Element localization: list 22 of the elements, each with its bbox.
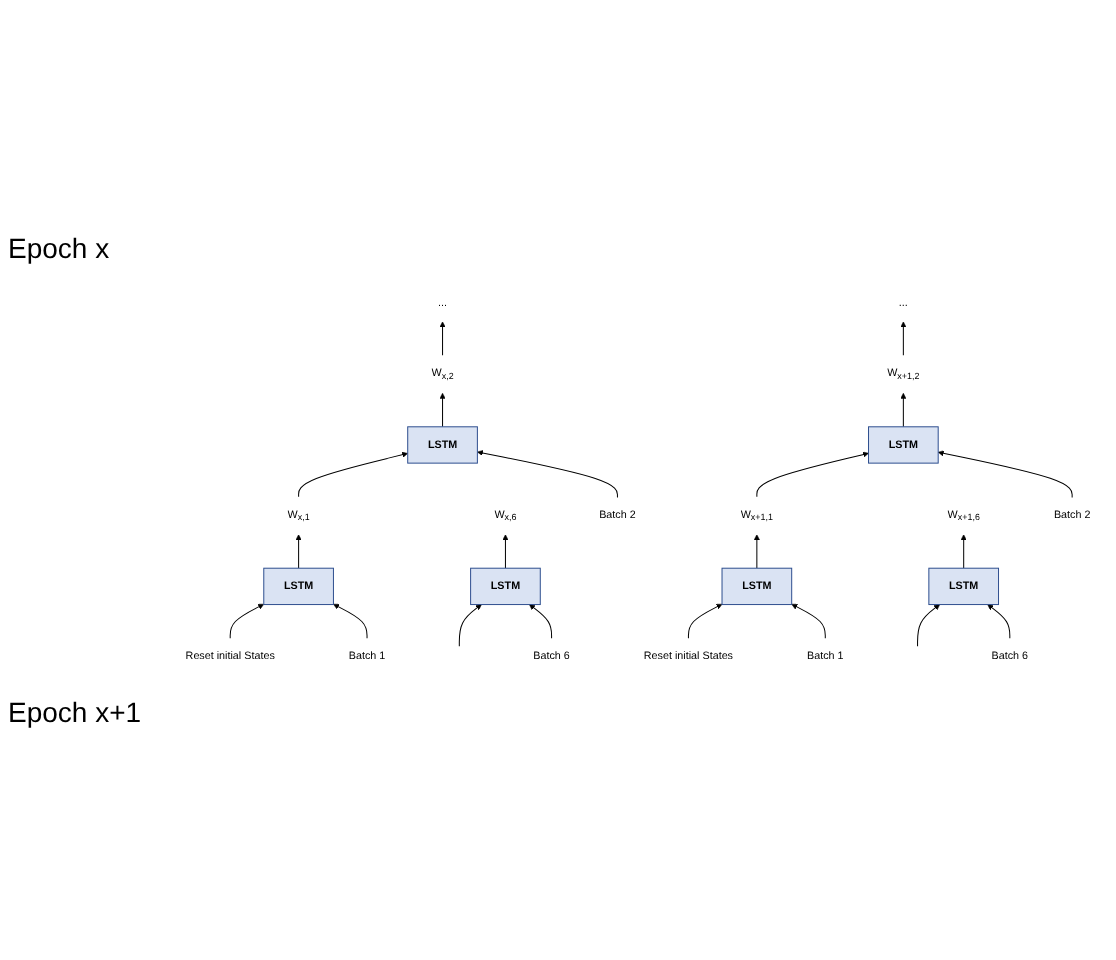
arrow: [687, 603, 723, 639]
arrow: [756, 451, 869, 498]
arrow: [502, 534, 509, 569]
arrow: [439, 392, 446, 428]
arrow: [295, 534, 302, 569]
arrow: [298, 451, 408, 498]
arrow: [791, 603, 826, 639]
arrow: [900, 321, 907, 356]
arrow: [917, 604, 940, 647]
arrow: [529, 604, 553, 639]
epoch-label: Epoch x: [8, 232, 112, 264]
arrow: [333, 603, 368, 639]
epoch-label: Epoch x+1: [8, 696, 144, 728]
arrow: [753, 534, 760, 569]
arrow: [937, 450, 1073, 499]
arrow: [229, 603, 265, 639]
arrow: [987, 604, 1011, 639]
arrow: [900, 392, 907, 428]
arrow: [458, 604, 482, 647]
arrow: [439, 321, 446, 356]
arrow: [477, 450, 618, 499]
arrow: [960, 534, 967, 569]
